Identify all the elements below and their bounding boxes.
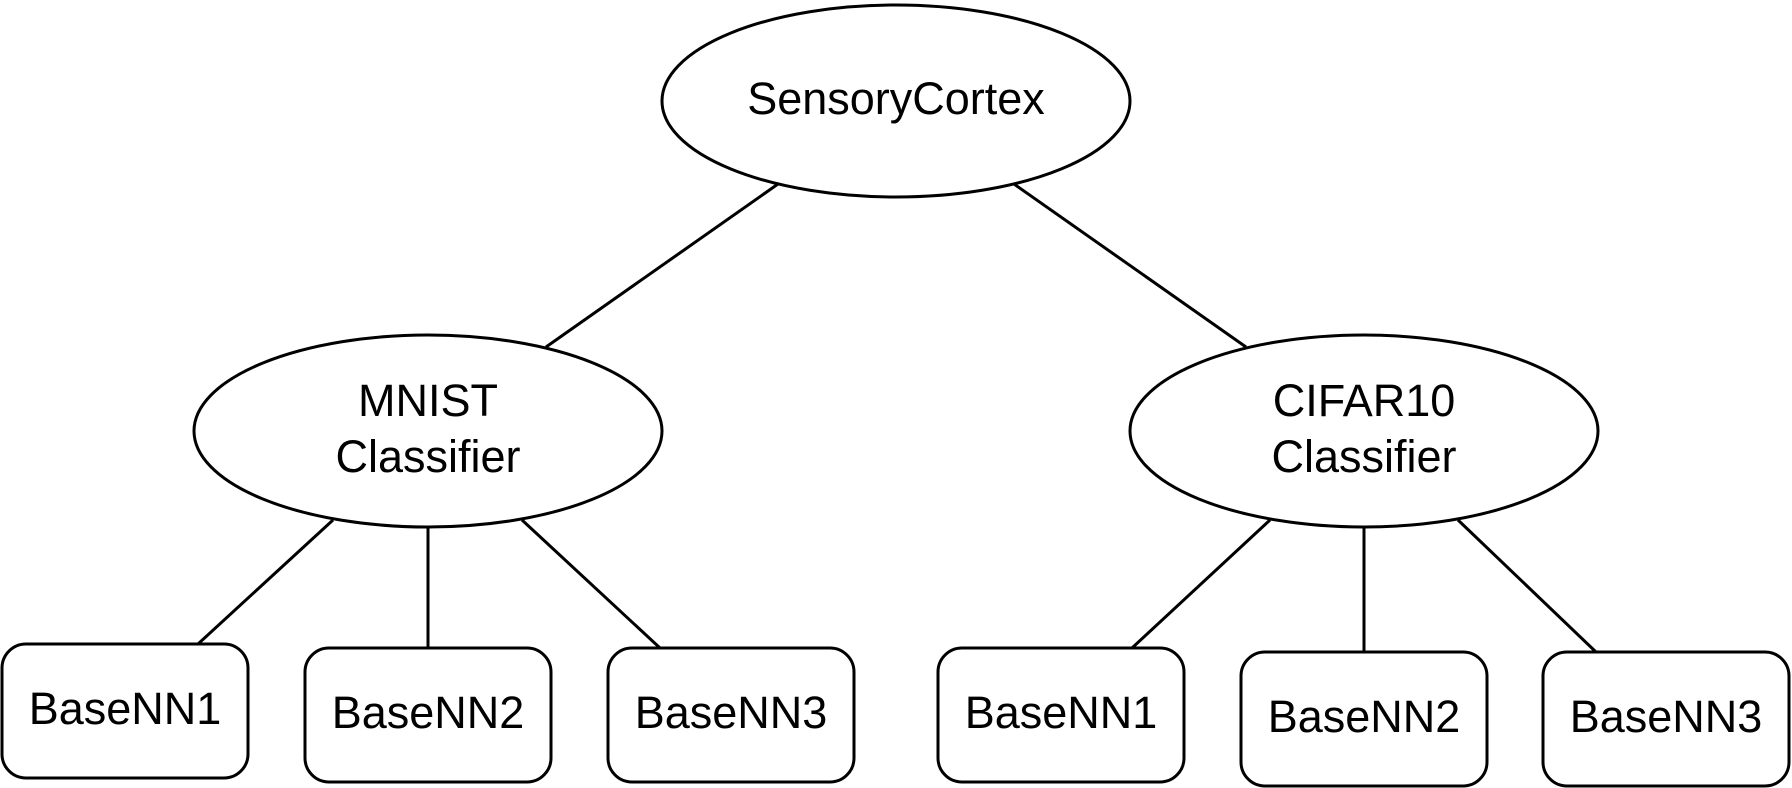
cifar-basenn3-box bbox=[1541, 650, 1791, 788]
edge-cifar-basenn3 bbox=[1456, 518, 1598, 654]
cifar-basenn2-node[interactable]: BaseNN2 bbox=[1239, 650, 1489, 788]
cifar-basenn1-box bbox=[936, 646, 1186, 784]
mnist-basenn1-box bbox=[0, 642, 250, 780]
cifar10-classifier-node[interactable]: CIFAR10 Classifier bbox=[1128, 333, 1600, 529]
cifar-basenn3-node[interactable]: BaseNN3 bbox=[1541, 650, 1791, 788]
mnist-basenn3-label: BaseNN3 bbox=[635, 687, 828, 738]
mnist-basenn2-box bbox=[303, 646, 553, 784]
cifar-basenn2-label: BaseNN2 bbox=[1268, 691, 1461, 742]
edges bbox=[196, 182, 1598, 654]
edge-cifar-basenn1 bbox=[1130, 518, 1272, 650]
mnist-basenn1-label: BaseNN1 bbox=[29, 683, 222, 734]
mnist-classifier-node[interactable]: MNIST Classifier bbox=[192, 333, 664, 529]
edge-root-cifar bbox=[1013, 182, 1247, 349]
root-node[interactable]: SensoryCortex bbox=[660, 3, 1132, 199]
cifar10-classifier-shape bbox=[1128, 333, 1600, 529]
cifar-basenn1-label: BaseNN1 bbox=[965, 687, 1158, 738]
cifar10-classifier-label-line2: Classifier bbox=[1271, 431, 1456, 482]
edge-mnist-basenn3 bbox=[520, 518, 662, 650]
cifar-basenn3-label: BaseNN3 bbox=[1570, 691, 1763, 742]
mnist-basenn2-node[interactable]: BaseNN2 bbox=[303, 646, 553, 784]
mnist-classifier-label-line2: Classifier bbox=[335, 431, 520, 482]
mnist-basenn3-node[interactable]: BaseNN3 bbox=[606, 646, 856, 784]
cifar10-classifier-label-line1: CIFAR10 bbox=[1273, 375, 1456, 426]
edge-root-mnist bbox=[545, 182, 779, 349]
cifar-basenn1-node[interactable]: BaseNN1 bbox=[936, 646, 1186, 784]
root-node-shape bbox=[660, 3, 1132, 199]
mnist-classifier-label-line1: MNIST bbox=[358, 375, 498, 426]
mnist-basenn2-label: BaseNN2 bbox=[332, 687, 525, 738]
cifar-basenn2-box bbox=[1239, 650, 1489, 788]
mnist-basenn3-box bbox=[606, 646, 856, 784]
mnist-basenn1-node[interactable]: BaseNN1 bbox=[0, 642, 250, 780]
mnist-classifier-shape bbox=[192, 333, 664, 529]
root-node-label: SensoryCortex bbox=[747, 73, 1045, 124]
edge-mnist-basenn1 bbox=[196, 518, 335, 646]
